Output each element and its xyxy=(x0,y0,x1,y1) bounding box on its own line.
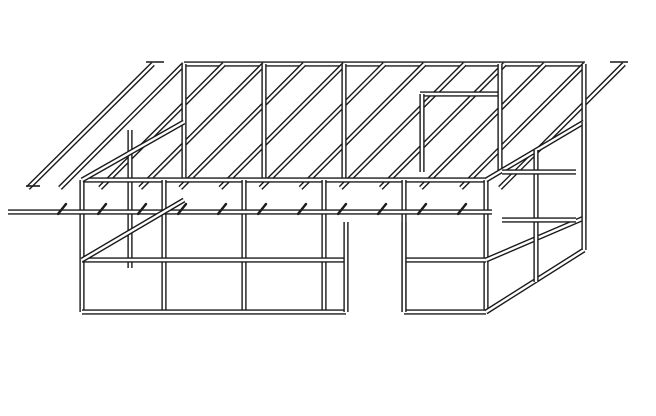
front-door-opening xyxy=(343,222,407,312)
roof-rafter xyxy=(218,62,347,190)
eave-peg xyxy=(336,202,348,216)
roof-rafter xyxy=(58,62,186,190)
roof-rafter xyxy=(378,62,507,190)
front-wall-posts xyxy=(79,180,489,312)
roof-rafter xyxy=(138,62,267,190)
eave-peg xyxy=(96,202,108,216)
roof-rafter xyxy=(298,62,427,190)
eave-peg xyxy=(416,202,428,216)
eave-peg xyxy=(216,202,228,216)
eave-peg xyxy=(56,202,68,216)
roof-rafter xyxy=(338,62,467,190)
roof-left-end-rafter xyxy=(26,61,164,190)
eave-peg xyxy=(456,202,468,216)
eave-peg xyxy=(296,202,308,216)
roof-rafter xyxy=(419,62,547,190)
eave-bar-exploded xyxy=(8,202,492,216)
roof-rafter xyxy=(178,62,307,190)
side-wall xyxy=(484,119,587,315)
eave-peg xyxy=(136,202,148,216)
roof-door-header xyxy=(419,64,503,172)
roof-rafters xyxy=(58,62,587,190)
eave-peg xyxy=(256,202,268,216)
eave-bar-pegs xyxy=(56,202,468,216)
eave-peg xyxy=(176,202,188,216)
front-wall-rails xyxy=(82,257,486,315)
roof-right-end-rafter xyxy=(498,61,628,190)
roof-rafter xyxy=(459,62,587,190)
roof-rafter xyxy=(98,62,226,190)
left-side-wall xyxy=(80,119,186,263)
eave-peg xyxy=(376,202,388,216)
roof-rafter xyxy=(258,62,387,190)
front-wall xyxy=(79,177,489,315)
roof-frame xyxy=(26,61,628,268)
